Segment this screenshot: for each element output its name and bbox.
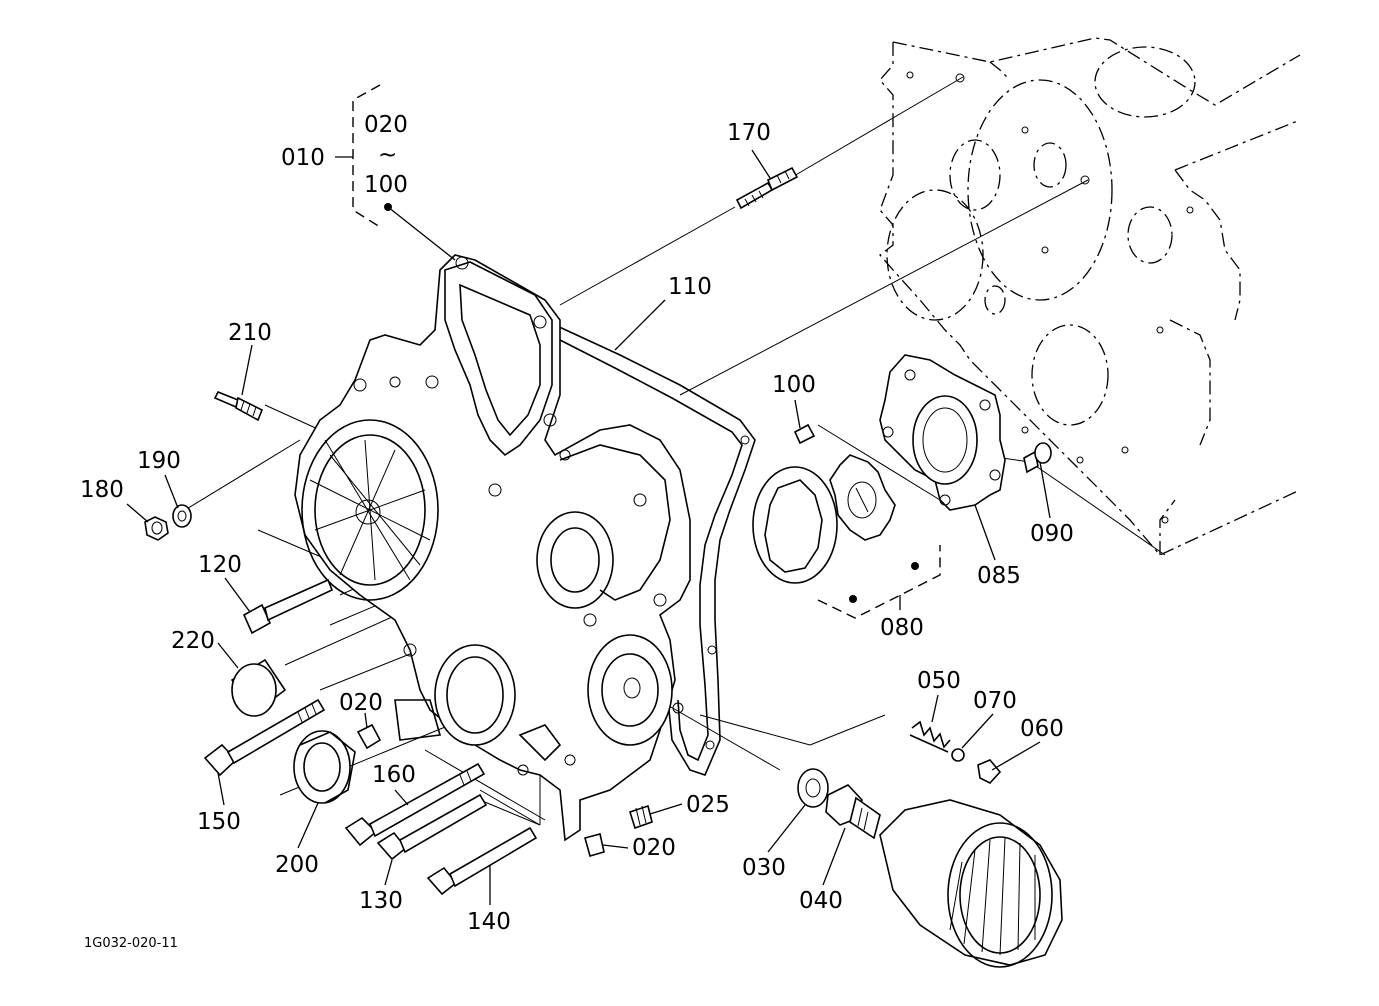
cap-220 xyxy=(230,658,287,717)
label-110: 110 xyxy=(668,274,712,300)
bolt-140 xyxy=(426,826,538,896)
stud-210 xyxy=(213,390,264,422)
gear-case-gasket xyxy=(554,324,756,776)
label-210: 210 xyxy=(228,320,272,346)
label-050: 050 xyxy=(917,668,961,694)
label-leaders xyxy=(126,84,1051,905)
bolt-130 xyxy=(376,793,488,861)
ball-070 xyxy=(951,748,965,762)
washer-190 xyxy=(172,504,192,528)
gasket-030 xyxy=(797,768,829,808)
bolt-150 xyxy=(203,698,326,777)
label-130: 130 xyxy=(359,888,403,914)
label-100-range-end: 100 xyxy=(364,172,408,198)
spring-050 xyxy=(909,720,951,753)
oil-pump-rotors-080 xyxy=(752,454,941,619)
oil-seal-200 xyxy=(293,730,356,804)
label-070: 070 xyxy=(973,688,1017,714)
stud-170 xyxy=(735,166,799,210)
drawing-code: 1G032-020-11 xyxy=(84,936,178,951)
label-range-tilde: ~ xyxy=(378,142,397,168)
plug-025 xyxy=(629,804,653,830)
plug-060 xyxy=(977,759,1002,784)
part-labels: 010 020 ~ 100 170 110 210 100 190 180 12… xyxy=(80,112,1074,951)
label-190: 190 xyxy=(137,448,181,474)
bolt-160 xyxy=(344,762,486,847)
nut-180 xyxy=(144,516,169,541)
label-170: 170 xyxy=(727,120,771,146)
plug-020-left xyxy=(356,723,382,750)
label-160: 160 xyxy=(372,762,416,788)
label-020-bottom: 020 xyxy=(632,835,676,861)
label-100: 100 xyxy=(772,372,816,398)
engine-block xyxy=(879,37,1301,556)
label-060: 060 xyxy=(1020,716,1064,742)
label-090: 090 xyxy=(1030,521,1074,547)
label-020-left: 020 xyxy=(339,690,383,716)
label-150: 150 xyxy=(197,809,241,835)
label-040: 040 xyxy=(799,888,843,914)
pin-100 xyxy=(793,423,816,445)
label-140: 140 xyxy=(467,909,511,935)
label-025: 025 xyxy=(686,792,730,818)
label-080: 080 xyxy=(880,615,924,641)
union-040 xyxy=(825,784,881,840)
label-180: 180 xyxy=(80,477,124,503)
oil-filter xyxy=(879,799,1063,968)
label-200: 200 xyxy=(275,852,319,878)
label-220: 220 xyxy=(171,628,215,654)
plug-020-bottom xyxy=(584,833,605,857)
gear-case xyxy=(294,254,691,842)
label-120: 120 xyxy=(198,552,242,578)
label-020-range-start: 020 xyxy=(364,112,408,138)
label-085: 085 xyxy=(977,563,1021,589)
pump-cover-085 xyxy=(879,354,1006,511)
screw-090 xyxy=(1023,442,1052,474)
bolt-120 xyxy=(242,578,334,635)
label-030: 030 xyxy=(742,855,786,881)
label-010: 010 xyxy=(281,145,325,171)
